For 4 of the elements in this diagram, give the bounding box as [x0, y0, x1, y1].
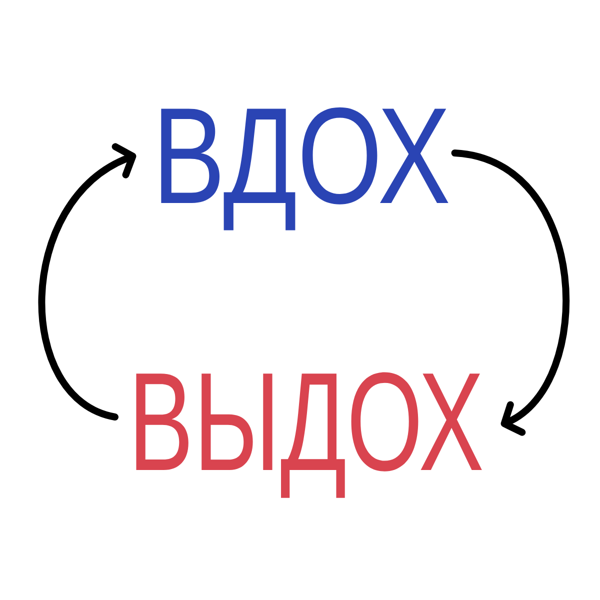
curved-arrow: [451, 150, 570, 436]
large-word: ВЫДОХ: [136, 372, 482, 498]
large-word: ВДОХ: [161, 107, 448, 230]
curved-arrow: [38, 143, 136, 420]
